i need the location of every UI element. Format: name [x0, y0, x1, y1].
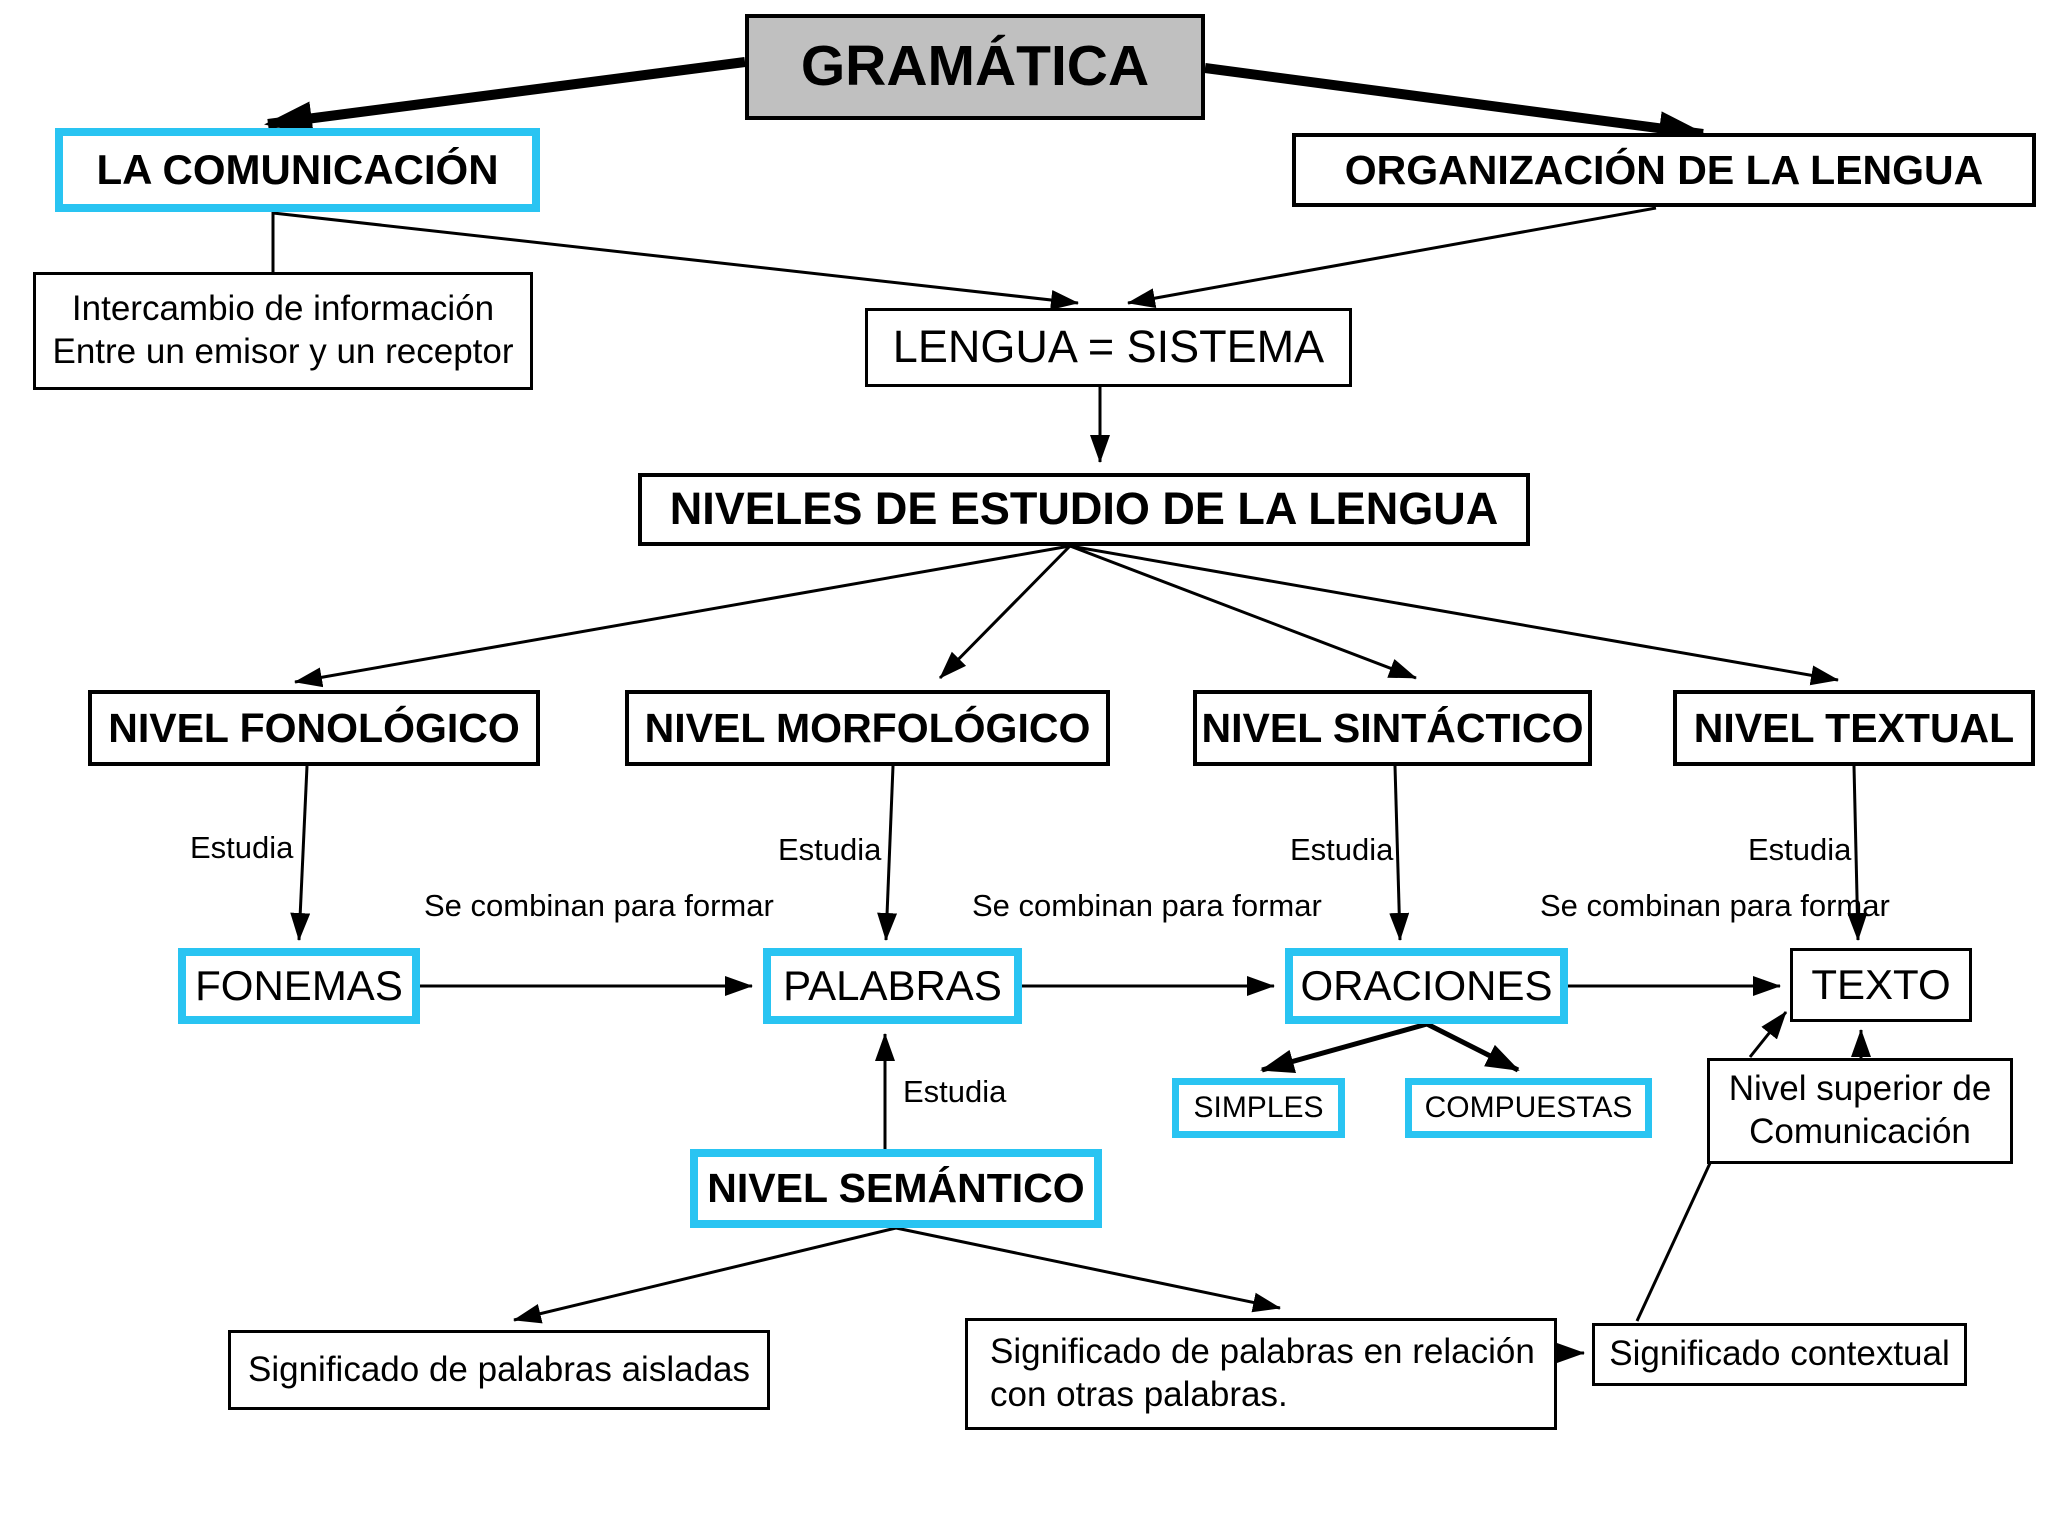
edge-label-combinan-fonemas: Se combinan para formar	[424, 888, 774, 923]
node-nivel-superior: Nivel superior de Comunicación	[1707, 1058, 2013, 1164]
edge-textual-estudia-texto	[1847, 765, 1868, 941]
node-fonemas-label: FONEMAS	[195, 962, 403, 1010]
node-nivel-sintactico-label: NIVEL SINTÁCTICO	[1201, 704, 1584, 751]
edge-label-estudia-textual: Estudia	[1748, 832, 1852, 867]
edge-niveles-to-morfologico	[938, 544, 1072, 680]
node-organizacion-label: ORGANIZACIÓN DE LA LENGUA	[1344, 146, 1984, 193]
node-compuestas: COMPUESTAS	[1405, 1078, 1652, 1138]
edge-label-combinan-palabras: Se combinan para formar	[972, 888, 1322, 923]
node-nivel-sintactico: NIVEL SINTÁCTICO	[1193, 690, 1592, 766]
node-simples: SIMPLES	[1172, 1078, 1345, 1138]
node-palabras-label: PALABRAS	[783, 962, 1002, 1010]
node-fonemas: FONEMAS	[178, 948, 420, 1024]
node-gramatica-label: GRAMÁTICA	[800, 34, 1150, 99]
edge-gramatica-to-organizacion	[1204, 63, 1707, 146]
node-sig-contextual: Significado contextual	[1592, 1323, 1967, 1386]
edge-gramatica-to-comunicacion	[264, 57, 746, 136]
node-intercambio-line2: Entre un emisor y un receptor	[52, 332, 514, 371]
edge-fonologico-estudia-fonemas	[290, 765, 311, 941]
node-organizacion: ORGANIZACIÓN DE LA LENGUA	[1292, 133, 2036, 207]
edge-label-estudia-fonologico: Estudia	[190, 830, 294, 865]
node-la-comunicacion: LA COMUNICACIÓN	[55, 128, 540, 212]
edge-comunicacion-to-lengua	[272, 211, 1079, 310]
edge-organizacion-to-lengua	[1127, 206, 1657, 309]
edge-label-estudia-semantico: Estudia	[903, 1074, 1007, 1109]
node-niveles-label: NIVELES DE ESTUDIO DE LA LENGUA	[669, 483, 1499, 535]
node-simples-label: SIMPLES	[1193, 1090, 1324, 1124]
edge-nivel-superior-to-texto-diagonal	[1748, 1011, 1788, 1058]
edge-label-combinan-oraciones: Se combinan para formar	[1540, 888, 1890, 923]
edge-label-estudia-sintactico: Estudia	[1290, 832, 1394, 867]
edge-label-estudia-morfologico: Estudia	[778, 832, 882, 867]
node-texto: TEXTO	[1790, 948, 1972, 1022]
edge-niveles-to-fonologico	[294, 544, 1071, 688]
node-lengua-sistema: LENGUA = SISTEMA	[865, 308, 1352, 387]
node-la-comunicacion-label: LA COMUNICACIÓN	[96, 146, 499, 194]
node-palabras: PALABRAS	[763, 948, 1022, 1024]
node-intercambio-line1: Intercambio de información	[71, 289, 495, 329]
edge-semantico-to-aisladas	[513, 1226, 897, 1324]
node-nivel-superior-line1: Nivel superior de	[1728, 1069, 1992, 1109]
edge-semantico-to-relacion	[895, 1226, 1281, 1313]
node-nivel-morfologico: NIVEL MORFOLÓGICO	[625, 690, 1110, 766]
node-nivel-semantico: NIVEL SEMÁNTICO	[690, 1149, 1102, 1228]
node-niveles: NIVELES DE ESTUDIO DE LA LENGUA	[638, 473, 1530, 546]
node-nivel-textual: NIVEL TEXTUAL	[1673, 690, 2035, 766]
node-gramatica: GRAMÁTICA	[745, 14, 1205, 120]
node-oraciones: ORACIONES	[1285, 948, 1568, 1024]
node-sig-relacion-line1: Significado de palabras en relación	[990, 1332, 1535, 1372]
node-sig-contextual-label: Significado contextual	[1609, 1334, 1950, 1374]
node-nivel-semantico-label: NIVEL SEMÁNTICO	[707, 1165, 1085, 1212]
edge-oraciones-to-simples	[1260, 1021, 1428, 1073]
edge-sintactico-estudia-oraciones	[1389, 765, 1410, 941]
edge-oraciones-to-compuestas	[1425, 1021, 1520, 1073]
node-sig-aisladas: Significado de palabras aisladas	[228, 1330, 770, 1410]
edge-niveles-to-sintactico	[1069, 544, 1417, 680]
node-intercambio: Intercambio de información Entre un emis…	[33, 272, 533, 390]
edge-niveles-to-textual	[1069, 544, 1839, 686]
node-compuestas-label: COMPUESTAS	[1424, 1090, 1633, 1124]
node-oraciones-label: ORACIONES	[1300, 962, 1553, 1010]
node-nivel-morfologico-label: NIVEL MORFOLÓGICO	[644, 704, 1091, 751]
node-sig-relacion: Significado de palabras en relación con …	[965, 1318, 1557, 1430]
node-nivel-fonologico: NIVEL FONOLÓGICO	[88, 690, 540, 766]
node-texto-label: TEXTO	[1811, 961, 1951, 1009]
node-lengua-sistema-label: LENGUA = SISTEMA	[892, 321, 1325, 373]
node-nivel-fonologico-label: NIVEL FONOLÓGICO	[108, 704, 520, 751]
node-nivel-textual-label: NIVEL TEXTUAL	[1693, 704, 2015, 751]
edge-morfologico-estudia-palabras	[877, 765, 898, 941]
node-sig-aisladas-label: Significado de palabras aisladas	[248, 1349, 750, 1389]
node-sig-relacion-line2: con otras palabras.	[990, 1375, 1288, 1414]
edge-contextual-to-nivel-superior	[1635, 1160, 1713, 1322]
node-nivel-superior-line2: Comunicación	[1749, 1112, 1971, 1151]
